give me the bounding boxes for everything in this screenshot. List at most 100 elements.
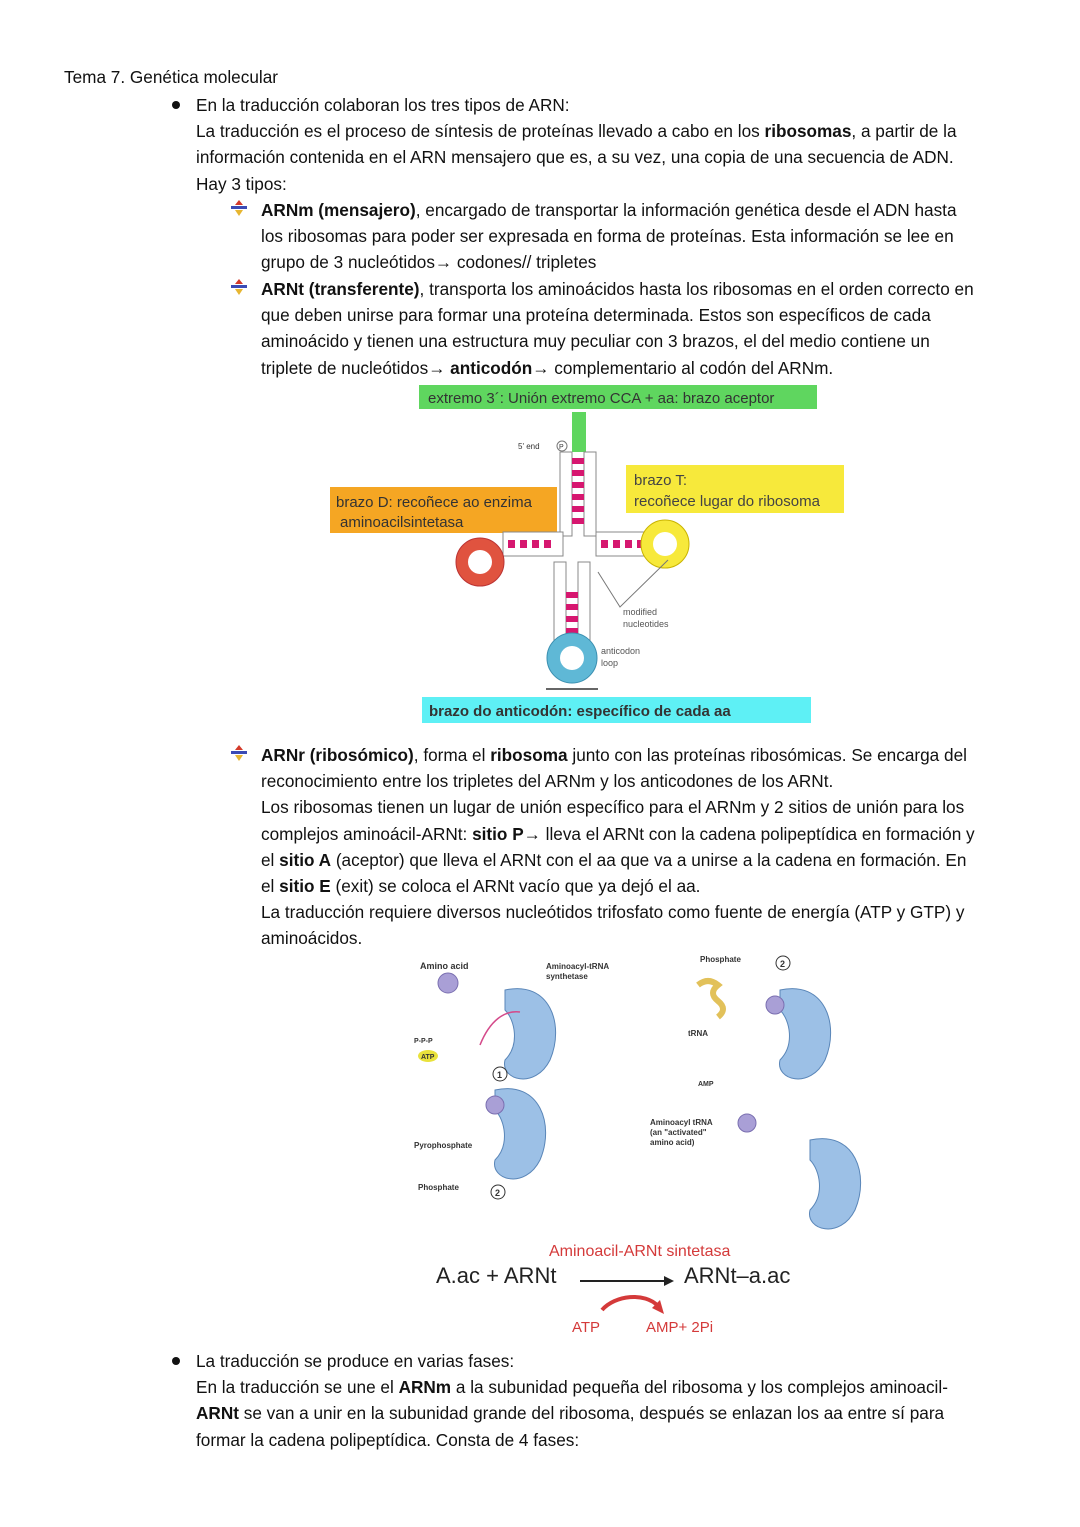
label-t-arm-1: brazo T: xyxy=(634,472,687,489)
text-span: , transporta los aminoácidos hasta los r… xyxy=(419,279,974,299)
arnr-line: La traducción requiere diversos nucleóti… xyxy=(261,902,965,923)
anticodon-loop-center xyxy=(560,646,584,670)
text-span: se van a unir en la subunidad grande del… xyxy=(238,1403,945,1424)
text-span: , forma el xyxy=(413,745,491,765)
bullet2-line: formar la cadena polipeptídica. Consta d… xyxy=(196,1429,580,1450)
text-span: junto con las proteínas ribosómicas. Se … xyxy=(567,745,967,765)
amino-acid-ball-2 xyxy=(485,1095,505,1115)
label-box-t-arm xyxy=(626,465,844,513)
label-box-d-arm xyxy=(330,487,557,533)
step1-number: 1 xyxy=(497,1070,502,1080)
step2-circle xyxy=(490,1184,506,1200)
amino-acid-ball-3 xyxy=(765,995,785,1015)
arnr-line: aminoácidos. xyxy=(261,928,363,949)
step2b-number: 2 xyxy=(780,959,785,969)
bold-arnm-2: ARNm xyxy=(398,1377,452,1398)
text-span: , encargado de transportar la informació… xyxy=(415,200,957,220)
bullet1-heading: En la traducción colaboran los tres tipo… xyxy=(196,95,570,115)
sub-bullet-arrow-icon xyxy=(231,200,247,216)
acceptor-end xyxy=(572,412,586,452)
phosphate-p: P xyxy=(559,444,564,451)
arnt-line: triplete de nucleótidos→ anticodón→ comp… xyxy=(261,355,1041,381)
arnr-line: reconocimiento entre los tripletes del A… xyxy=(261,771,834,792)
label-box-acceptor xyxy=(419,385,817,409)
energy-arc xyxy=(600,1294,660,1312)
phosphate-circle xyxy=(556,440,568,452)
product-label: ARNt–a.ac xyxy=(684,1263,790,1288)
arnr-line: el sitio E (exit) se coloca el ARNt vací… xyxy=(261,873,1041,899)
bullet2-block: La traducción se produce en varias fases… xyxy=(196,1348,1036,1453)
page-title: Tema 7. Genética molecular xyxy=(64,67,278,87)
phosphate-right-label: Phosphate xyxy=(700,955,741,964)
label-d-arm-1: brazo D: recoñece ao enzima xyxy=(336,494,533,511)
text-span: complejos aminoácil-ARNt: xyxy=(261,823,473,844)
amino-acid-ball-4 xyxy=(737,1113,757,1133)
text-span: En la traducción se une el xyxy=(196,1377,399,1398)
bullet2-line: En la traducción se une el ARNm a la sub… xyxy=(196,1374,1036,1400)
aminoacyl-label-2: (an "activated" xyxy=(650,1128,707,1137)
bold-arnt: ARNt (transferente) xyxy=(261,279,420,299)
acceptor-strand-left xyxy=(559,451,573,537)
bold-arnt-2: ARNt xyxy=(196,1403,239,1424)
bold-anticodon: anticodón→ xyxy=(450,357,550,378)
atp-label: ATP xyxy=(572,1319,600,1336)
sub-bullet-arrow-icon xyxy=(231,279,247,295)
bullet-dot xyxy=(172,1357,180,1365)
arnt-line: ARNt (transferente), transporta los amin… xyxy=(261,276,1041,302)
text-span: lleva el ARNt con la cadena polipeptídic… xyxy=(540,823,975,844)
d-arm-pairs xyxy=(508,540,551,548)
synthetase-label-2: synthetase xyxy=(546,972,588,981)
anticodon-loop-label-2: loop xyxy=(601,658,618,668)
label-acceptor: extremo 3´: Unión extremo CCA + aa: braz… xyxy=(428,390,774,407)
amino-acid-label: Amino acid xyxy=(420,961,469,971)
enzyme-shape xyxy=(504,988,557,1080)
bullet-dot xyxy=(172,101,180,109)
arnr-block: ARNr (ribosómico), forma el ribosoma jun… xyxy=(261,742,1041,952)
pyrophosphate-label: Pyrophosphate xyxy=(414,1141,473,1150)
anticodon-loop-label-1: anticodon xyxy=(601,646,640,656)
arnt-line: que deben unirse para formar una proteín… xyxy=(261,305,931,326)
atp-small-label: ATP xyxy=(421,1054,435,1061)
sub-bullet-arrow-icon xyxy=(231,745,247,761)
acceptor-pairs xyxy=(572,458,584,524)
aminoacyl-label-3: amino acid) xyxy=(650,1138,695,1147)
trna-squiggle xyxy=(696,978,726,1020)
phosphate-left-label: Phosphate xyxy=(418,1183,459,1192)
step2-number: 2 xyxy=(495,1188,500,1198)
modified-label-2: nucleotides xyxy=(623,619,669,629)
step1-circle xyxy=(492,1066,508,1082)
label-anticodon-arm: brazo do anticodón: específico de cada a… xyxy=(429,703,731,720)
bold-ribosomas: ribosomas xyxy=(764,121,852,142)
label-d-arm-2: aminoacilsintetasa xyxy=(340,514,464,531)
bold-ribosoma: ribosoma xyxy=(490,745,568,765)
bold-sitio-e: sitio E xyxy=(279,876,331,897)
aminoacyl-label-1: Aminoacyl tRNA xyxy=(650,1118,713,1127)
aminoacyl-synthetase-figure: Amino acid Aminoacyl-tRNA synthetase P-P… xyxy=(414,955,862,1336)
amp-label: AMP+ 2Pi xyxy=(646,1319,713,1336)
arnr-line: ARNr (ribosómico), forma el ribosoma jun… xyxy=(261,742,1041,768)
arnt-block: ARNt (transferente), transporta los amin… xyxy=(261,276,1041,381)
text-span: complementario al codón del ARNm. xyxy=(549,357,834,378)
enzyme-label: Aminoacil-ARNt sintetasa xyxy=(549,1243,731,1260)
bold-arnr: ARNr (ribosómico) xyxy=(261,745,414,765)
bold-sitio-a: sitio A xyxy=(279,849,332,870)
bullet1-paragraph: La traducción es el proceso de síntesis … xyxy=(196,118,1036,144)
bullet2-line: ARNt se van a unir en la subunidad grand… xyxy=(196,1400,1036,1426)
amino-acid-ball xyxy=(437,972,459,994)
text-span: a la subunidad pequeña del ribosoma y lo… xyxy=(451,1377,948,1398)
arrow-to-enzyme xyxy=(479,1011,521,1046)
t-loop-center xyxy=(653,532,677,556)
arnr-line: el sitio A (aceptor) que lleva el ARNt c… xyxy=(261,847,1041,873)
anticodon-strand-left xyxy=(553,561,567,641)
arnr-line: Los ribosomas tienen un lugar de unión e… xyxy=(261,797,965,818)
bold-sitio-p: sitio P→ xyxy=(472,823,541,844)
arnm-line: grupo de 3 nucleótidos→ codones// triple… xyxy=(261,252,597,273)
bullet1-block: En la traducción colaboran los tres tipo… xyxy=(196,92,1036,197)
bullet1-line: información contenida en el ARN mensajer… xyxy=(196,147,954,168)
arnt-line: aminoácido y tienen una estructura muy p… xyxy=(261,331,930,352)
text-span: (aceptor) que lleva el ARNt con el aa qu… xyxy=(331,849,967,870)
text-span: , a partir de la xyxy=(851,121,957,142)
step2b-circle xyxy=(775,955,791,971)
text-span: el xyxy=(261,876,280,897)
synthetase-label-1: Aminoacyl-tRNA xyxy=(546,962,609,971)
